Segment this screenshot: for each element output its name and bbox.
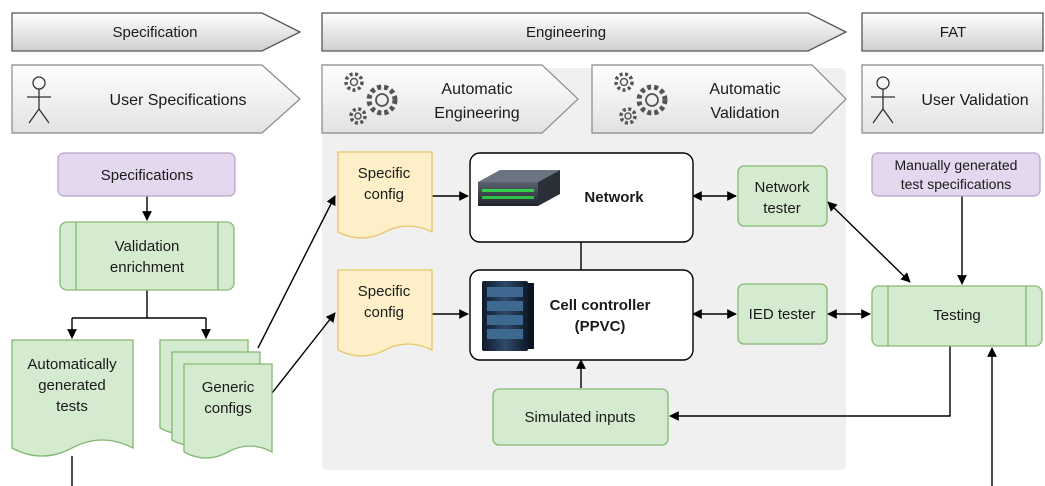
phase-fat: FAT <box>861 12 1044 52</box>
network-tester-node: Network tester <box>737 165 828 227</box>
specific-config-top-node: Specific config <box>337 151 433 239</box>
automatic-engineering-line1: Automatic <box>441 81 512 98</box>
manual-test-specs-line2: test specifications <box>901 176 1012 192</box>
automatic-validation-line1: Automatic <box>709 81 780 98</box>
ied-tester-node: IED tester <box>737 283 828 345</box>
validation-enrichment-line2: enrichment <box>110 259 185 276</box>
generic-configs-line1: Generic <box>202 379 255 396</box>
network-tester-line1: Network <box>754 179 810 196</box>
step-user-specifications: User Specifications <box>11 64 301 134</box>
auto-tests-line2: generated <box>38 377 106 394</box>
ied-tester-label: IED tester <box>749 306 816 323</box>
phase-specification: Specification <box>11 12 302 52</box>
server-icon <box>482 281 534 351</box>
user-icon <box>871 76 895 124</box>
user-icon <box>27 76 51 124</box>
manual-test-specs-node: Manually generated test specifications <box>871 152 1041 197</box>
specific-config-bottom-line2: config <box>364 304 404 321</box>
arrow-generic-to-specific-top <box>257 195 336 349</box>
user-validation-label: User Validation <box>921 92 1028 109</box>
validation-enrichment-node: Validation enrichment <box>59 221 235 291</box>
step-automatic-engineering: Automatic Engineering <box>321 64 579 134</box>
network-switch-icon <box>478 170 560 206</box>
specific-config-bottom-line1: Specific <box>358 283 411 300</box>
step-automatic-validation: Automatic Validation <box>591 64 847 134</box>
automatic-engineering-line2: Engineering <box>434 105 519 122</box>
gears-icon <box>344 72 398 125</box>
specifications-label: Specifications <box>101 167 194 184</box>
phase-fat-label: FAT <box>940 24 966 41</box>
phase-engineering-label: Engineering <box>526 24 606 41</box>
validation-enrichment-line1: Validation <box>115 238 180 255</box>
cell-controller-node: Cell controller (PPVC) <box>469 269 694 361</box>
auto-tests-line1: Automatically <box>27 356 117 373</box>
arrow-network-tester-testing <box>827 201 911 283</box>
phase-engineering: Engineering <box>321 12 848 52</box>
simulated-inputs-node: Simulated inputs <box>492 388 669 446</box>
simulated-inputs-label: Simulated inputs <box>525 409 636 426</box>
user-specifications-label: User Specifications <box>110 92 247 109</box>
automatic-validation-line2: Validation <box>710 105 779 122</box>
manual-test-specs-line1: Manually generated <box>895 157 1018 173</box>
specifications-node: Specifications <box>57 152 236 197</box>
specific-config-top-line2: config <box>364 186 404 203</box>
connectors <box>67 191 997 486</box>
specific-config-top-line1: Specific <box>358 165 411 182</box>
specific-config-bottom-node: Specific config <box>337 269 433 357</box>
testing-node: Testing <box>871 285 1043 347</box>
step-user-validation: User Validation <box>861 64 1044 134</box>
generic-configs-line2: configs <box>204 400 252 417</box>
arrow-generic-to-specific-bottom <box>271 312 336 394</box>
engineering-panel <box>322 68 846 470</box>
cell-controller-line1: Cell controller <box>550 297 651 314</box>
network-node: Network <box>469 152 694 243</box>
cell-controller-line2: (PPVC) <box>575 318 626 335</box>
auto-tests-line3: tests <box>56 398 88 415</box>
auto-tests-node: Automatically generated tests <box>11 339 134 457</box>
generic-configs-node: Generic configs <box>159 339 273 459</box>
phase-specification-label: Specification <box>112 24 197 41</box>
network-label: Network <box>584 189 644 206</box>
arrow-testing-to-simulated <box>669 346 951 421</box>
testing-label: Testing <box>933 307 981 324</box>
network-tester-line2: tester <box>763 200 801 217</box>
gears-icon <box>614 72 668 125</box>
